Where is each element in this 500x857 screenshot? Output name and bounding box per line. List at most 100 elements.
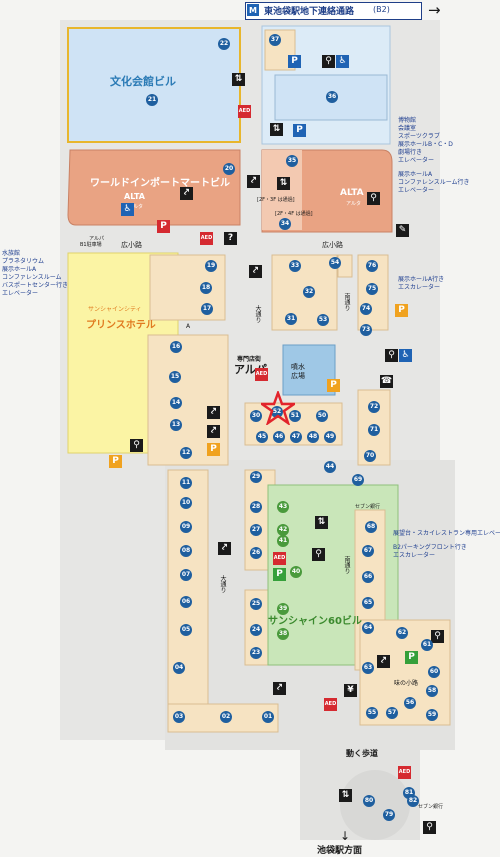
- shop-number-badge: 20: [223, 163, 235, 175]
- note-aquarium: 水族館プラネタリウム展示ホールA コンファレンスルームバスポートセンター行きエレ…: [2, 250, 69, 297]
- shop-number-badge: 68: [365, 521, 377, 533]
- shop-number-badge: 66: [362, 571, 374, 583]
- parking-icon: P: [157, 220, 170, 233]
- aji-label: 味の小路: [394, 680, 419, 687]
- shop-number-badge: 73: [360, 324, 372, 336]
- note-observation: 展望台・スカイレストラン専用エレベーター: [393, 530, 500, 537]
- shop-number-badge: 70: [364, 450, 376, 462]
- parking-icon: P: [288, 55, 301, 68]
- shop-number-badge: 19: [205, 260, 217, 272]
- alpa-parking-1: アルパ: [89, 236, 104, 242]
- aed-icon: AED: [398, 766, 411, 779]
- elevator-icon: ⇅: [277, 177, 290, 190]
- pass-2f3f: [2F・3F は通過]: [257, 197, 295, 203]
- shop-number-badge: 35: [286, 155, 298, 167]
- shop-number-badge: 10: [180, 497, 192, 509]
- shop-number-badge: 03: [173, 711, 185, 723]
- seven-bank-1: セブン銀行: [355, 504, 381, 510]
- fountain-plaza: [282, 344, 336, 396]
- aed-icon: AED: [238, 105, 251, 118]
- shop-number-badge: 06: [180, 596, 192, 608]
- shop-number-badge: 80: [363, 795, 375, 807]
- shop-number-badge: 79: [383, 809, 395, 821]
- shop-number-badge: 49: [324, 431, 336, 443]
- shop-number-badge: 40: [290, 566, 302, 578]
- shop-number-badge: 47: [290, 431, 302, 443]
- escalator-icon: ⤤: [377, 655, 390, 668]
- parking-icon: P: [405, 651, 418, 664]
- elevator-icon: ⇅: [232, 73, 245, 86]
- restroom-icon: ⚲: [312, 548, 325, 561]
- bunka-label: 文化会館ビル: [110, 75, 176, 88]
- hirokoji-label-2: 広小路: [322, 241, 343, 249]
- prince-label-1: サンシャインシティ: [88, 306, 142, 313]
- odori-label-1: 大通り: [254, 305, 261, 323]
- shop-number-badge: 54: [329, 257, 341, 269]
- shop-number-badge: 67: [362, 545, 374, 557]
- shop-number-badge: 08: [180, 545, 192, 557]
- parking-icon: P: [207, 443, 220, 456]
- escalator-icon: ⤤: [247, 175, 260, 188]
- header-bar: M 東池袋駅地下連絡通路 (B2): [245, 2, 422, 20]
- note-parking-front: B2パーキングフロント行きエスカレーター: [393, 544, 467, 559]
- sunshine60-label: サンシャイン60ビル: [268, 616, 362, 627]
- station-arrow-icon: ↓: [340, 829, 351, 843]
- shop-number-badge: 50: [316, 410, 328, 422]
- shop-number-badge: 76: [366, 260, 378, 272]
- shop-number-badge: 12: [180, 447, 192, 459]
- shop-number-badge: 41: [277, 535, 289, 547]
- restroom-icon: ⚲: [367, 192, 380, 205]
- shop-number-badge: 02: [220, 711, 232, 723]
- odori-label-2: 大通り: [219, 575, 226, 593]
- shop-number-badge: 36: [326, 91, 338, 103]
- shop-number-badge: 51: [289, 410, 301, 422]
- shop-number-badge: 53: [317, 314, 329, 326]
- shop-number-badge: 24: [250, 624, 262, 636]
- header-arrow-icon: →: [428, 1, 441, 19]
- shop-number-badge: 26: [250, 547, 262, 559]
- shop-number-badge: 71: [368, 424, 380, 436]
- shop-number-badge: 39: [277, 603, 289, 615]
- alta-right-label: ALTA: [340, 188, 364, 198]
- shop-number-badge: 56: [404, 697, 416, 709]
- lower-west: [167, 469, 209, 721]
- shop-number-badge: 82: [407, 795, 419, 807]
- shop-number-badge: 27: [250, 524, 262, 536]
- header-level: (B2): [373, 5, 390, 14]
- shop-number-badge: 34: [279, 218, 291, 230]
- shop-number-badge: 69: [352, 474, 364, 486]
- restroom-icon: ⚲: [322, 55, 335, 68]
- pay-icon: ¥: [344, 684, 357, 697]
- shop-number-badge: 46: [273, 431, 285, 443]
- phone-icon: ☎: [380, 375, 393, 388]
- shop-number-badge: 42: [277, 524, 289, 536]
- parking-icon: P: [273, 568, 286, 581]
- shop-number-badge: 72: [368, 401, 380, 413]
- shop-number-badge: 14: [170, 397, 182, 409]
- a-marker: A: [186, 323, 191, 330]
- wit-building: [67, 149, 241, 226]
- alpa-parking-2: B1駐車場: [80, 242, 102, 248]
- parking-icon: P: [327, 379, 340, 392]
- minami-label-2: 南通り: [343, 556, 350, 574]
- shop-number-badge: 48: [307, 431, 319, 443]
- fountain-label-1: 噴水: [291, 363, 305, 371]
- shop-number-badge: 17: [201, 303, 213, 315]
- shop-number-badge: 55: [366, 707, 378, 719]
- shop-number-badge: 37: [269, 34, 281, 46]
- restroom-icon: ⚲: [431, 630, 444, 643]
- shop-number-badge: 23: [250, 647, 262, 659]
- info-icon: ?: [224, 232, 237, 245]
- escalator-icon: ⤤: [207, 425, 220, 438]
- restroom-icon: ⚲: [385, 349, 398, 362]
- shop-number-badge: 63: [362, 662, 374, 674]
- shop-number-badge: 62: [396, 627, 408, 639]
- shop-number-badge: 64: [362, 622, 374, 634]
- shop-number-badge: 16: [170, 341, 182, 353]
- alta-left-sub: アルタ: [128, 204, 143, 210]
- ugoku-label: 動く歩道: [346, 749, 378, 758]
- shop-number-badge: 09: [180, 521, 192, 533]
